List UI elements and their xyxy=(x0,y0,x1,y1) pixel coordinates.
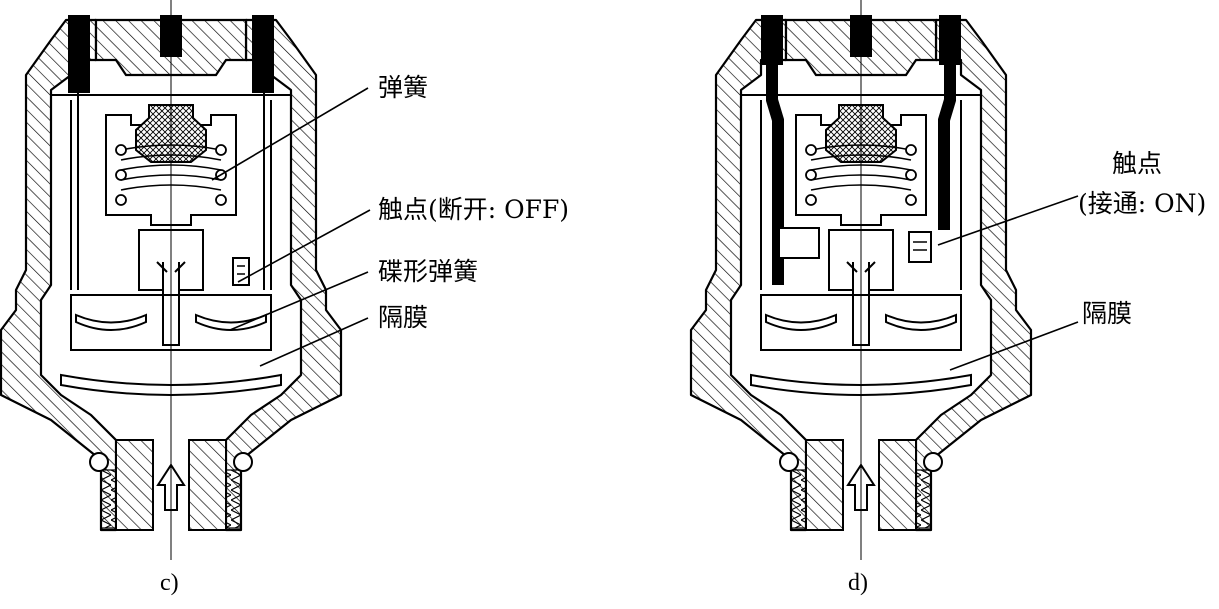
leader-lines-right xyxy=(937,195,1079,371)
label-contact-on-2: (接通: ON) xyxy=(1078,189,1206,218)
label-contact-off: 触点(断开: OFF) xyxy=(378,195,569,224)
label-spring: 弹簧 xyxy=(378,73,428,102)
leader-lines-left xyxy=(211,87,371,367)
terminal-pins xyxy=(68,15,274,93)
label-diaphragm-right: 隔膜 xyxy=(1082,299,1132,328)
sensor-c-off xyxy=(0,0,343,562)
sensor-d-on xyxy=(689,0,1033,562)
caption-c: c) xyxy=(160,570,179,596)
caption-d: d) xyxy=(848,570,868,596)
label-disc-spring: 碟形弹簧 xyxy=(378,257,478,286)
label-diaphragm-left: 隔膜 xyxy=(378,303,428,332)
label-contact-on-1: 触点 xyxy=(1112,149,1162,178)
terminal-pins xyxy=(761,15,961,65)
